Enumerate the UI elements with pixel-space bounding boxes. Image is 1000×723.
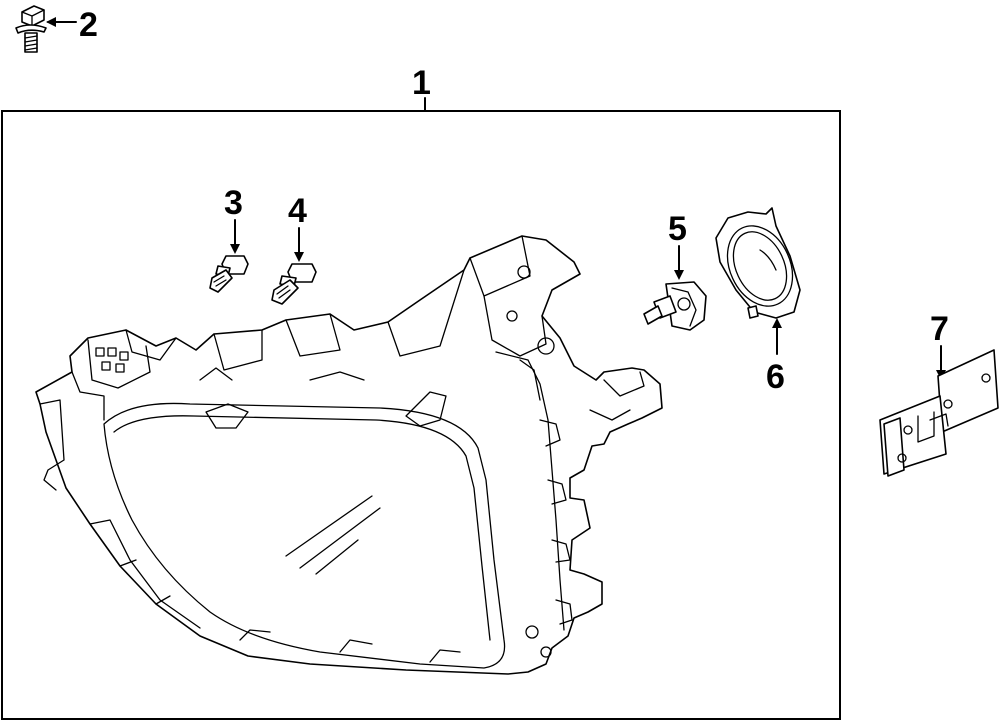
- headlamp-assembly-icon[interactable]: [35, 235, 663, 675]
- callout-1-label: 1: [412, 64, 431, 102]
- callout-3-label: 3: [224, 184, 243, 222]
- callout-6-label: 6: [766, 358, 785, 396]
- callout-6[interactable]: 6: [766, 318, 785, 396]
- callout-4-label: 4: [288, 192, 307, 230]
- callout-7[interactable]: 7: [930, 310, 949, 380]
- bulb-icon[interactable]: [643, 281, 707, 331]
- callout-2-label: 2: [79, 6, 98, 44]
- callout-7-label: 7: [930, 310, 949, 348]
- callout-2[interactable]: 2: [46, 6, 98, 44]
- bulb-ring-icon[interactable]: [715, 207, 805, 319]
- callout-5-label: 5: [668, 210, 687, 248]
- callout-5[interactable]: 5: [668, 210, 687, 280]
- callout-1[interactable]: 1: [412, 64, 431, 112]
- screw-icon[interactable]: [209, 255, 249, 293]
- screw-icon[interactable]: [271, 263, 317, 305]
- callout-3[interactable]: 3: [224, 184, 243, 254]
- callout-4[interactable]: 4: [288, 192, 307, 262]
- assembly-frame: [1, 110, 841, 720]
- mounting-bracket-icon[interactable]: [879, 349, 999, 477]
- bolt-icon[interactable]: [15, 5, 47, 53]
